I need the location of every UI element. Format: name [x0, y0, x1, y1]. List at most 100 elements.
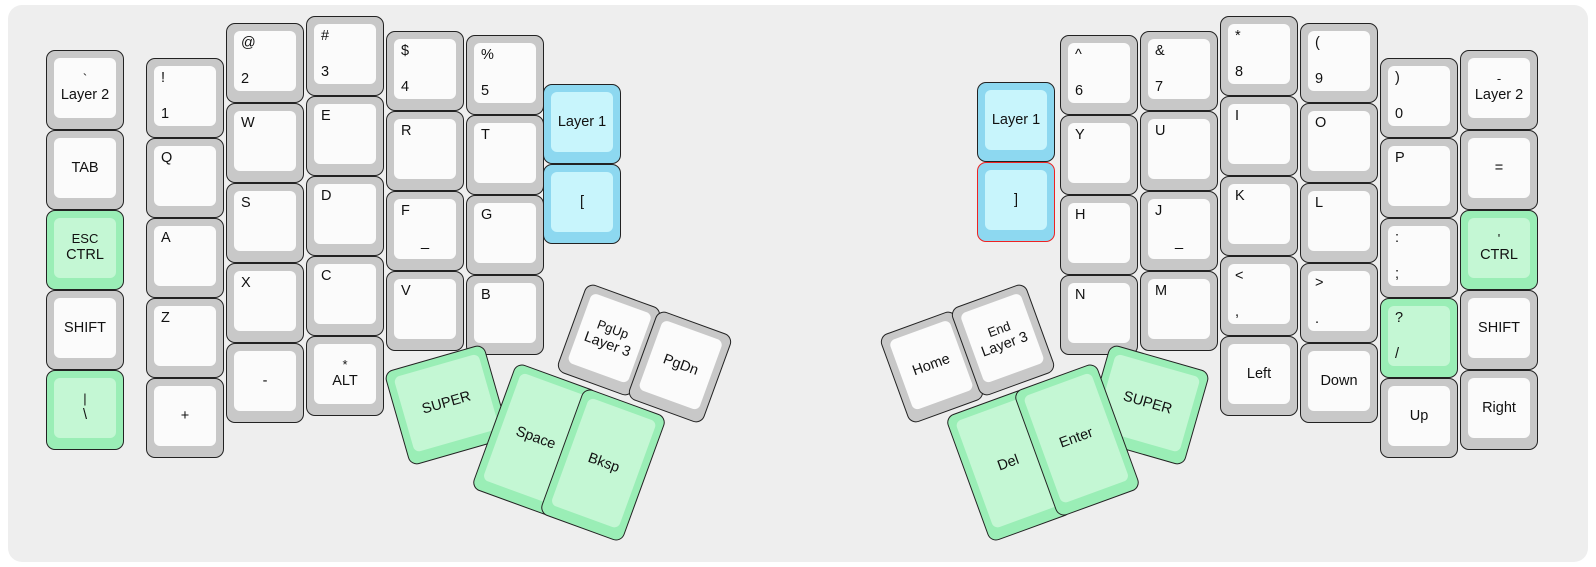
key-face: U: [1148, 119, 1210, 179]
key-shift[interactable]: SHIFT: [1460, 290, 1538, 370]
key-o[interactable]: O: [1300, 103, 1378, 183]
key-face: 'CTRL: [1468, 218, 1530, 278]
key-legend-shifted: @: [241, 35, 256, 51]
key-face: ]: [985, 170, 1047, 230]
key-legend-shifted: A: [161, 230, 171, 246]
key-legend-shifted: N: [1075, 287, 1086, 303]
key-h[interactable]: H: [1060, 195, 1138, 275]
key-face: +: [154, 386, 216, 446]
key-legend-top: ESC: [71, 231, 99, 247]
key-right-arrow[interactable]: Right: [1460, 370, 1538, 450]
key-g[interactable]: G: [466, 195, 544, 275]
key-up-arrow[interactable]: Up: [1380, 378, 1458, 458]
key-legend-shifted: R: [401, 123, 412, 139]
key-amp-7[interactable]: &7: [1140, 31, 1218, 111]
key-j[interactable]: J_: [1140, 191, 1218, 271]
key-colon-semicolon[interactable]: :;: [1380, 218, 1458, 298]
key-pipe-backslash[interactable]: |\: [46, 370, 124, 450]
key-y[interactable]: Y: [1060, 115, 1138, 195]
key-gt-period[interactable]: >.: [1300, 263, 1378, 343]
key-face: Left: [1228, 344, 1290, 404]
key-face: <,: [1228, 264, 1290, 324]
key-face: Y: [1068, 123, 1130, 183]
key-face: M: [1148, 279, 1210, 339]
key-legend-base: 7: [1155, 78, 1164, 95]
key-percent-5[interactable]: %5: [466, 35, 544, 115]
key-face: V: [394, 279, 456, 339]
key-lt-comma[interactable]: <,: [1220, 256, 1298, 336]
key-a[interactable]: A: [146, 218, 224, 298]
key-c[interactable]: C: [306, 256, 384, 336]
key-face: *8: [1228, 24, 1290, 84]
key-legend-shifted: C: [321, 268, 332, 284]
key-face: H: [1068, 203, 1130, 263]
key-m[interactable]: M: [1140, 271, 1218, 351]
key-left-arrow[interactable]: Left: [1220, 336, 1298, 416]
key-alt[interactable]: *ALT: [306, 336, 384, 416]
key-r[interactable]: R: [386, 111, 464, 191]
key-question-slash[interactable]: ?/: [1380, 298, 1458, 378]
key-star-8[interactable]: *8: [1220, 16, 1298, 96]
key-i[interactable]: I: [1220, 96, 1298, 176]
key-paren-9[interactable]: (9: [1300, 23, 1378, 103]
key-q[interactable]: Q: [146, 138, 224, 218]
key-down-arrow[interactable]: Down: [1300, 343, 1378, 423]
key-quote-ctrl[interactable]: 'CTRL: [1460, 210, 1538, 290]
key-x[interactable]: X: [226, 263, 304, 343]
key-k[interactable]: K: [1220, 176, 1298, 256]
key-e[interactable]: E: [306, 96, 384, 176]
key-legend-shifted: F: [401, 203, 410, 219]
key-shift[interactable]: SHIFT: [46, 290, 124, 370]
key-bracket-right[interactable]: ]: [977, 162, 1055, 242]
key-dollar-4[interactable]: $4: [386, 31, 464, 111]
key-t[interactable]: T: [466, 115, 544, 195]
key-z[interactable]: Z: [146, 298, 224, 378]
key-u[interactable]: U: [1140, 111, 1218, 191]
key-legend-shifted: U: [1155, 123, 1166, 139]
key-layer2-grave[interactable]: `Layer 2: [46, 50, 124, 130]
key-hash-3[interactable]: #3: [306, 16, 384, 96]
key-f[interactable]: F_: [386, 191, 464, 271]
key-p[interactable]: P: [1380, 138, 1458, 218]
key-bracket-left[interactable]: [: [543, 164, 621, 244]
key-at-2[interactable]: @2: [226, 23, 304, 103]
key-face: P: [1388, 146, 1450, 206]
key-legend-main: Enter: [1057, 424, 1096, 452]
key-legend-main: Del: [995, 451, 1022, 475]
key-legend-base: ;: [1395, 265, 1400, 282]
key-layer1[interactable]: Layer 1: [543, 84, 621, 164]
key-legend-shifted: V: [401, 283, 411, 299]
key-s[interactable]: S: [226, 183, 304, 263]
key-face: T: [474, 123, 536, 183]
key-legend-main: SHIFT: [64, 319, 106, 336]
key-face: K: [1228, 184, 1290, 244]
key-w[interactable]: W: [226, 103, 304, 183]
key-l[interactable]: L: [1300, 183, 1378, 263]
key-d[interactable]: D: [306, 176, 384, 256]
key-equals[interactable]: =: [1460, 130, 1538, 210]
key-tab[interactable]: TAB: [46, 130, 124, 210]
key-minus[interactable]: -: [226, 343, 304, 423]
key-b[interactable]: B: [466, 275, 544, 355]
key-caret-6[interactable]: ^6: [1060, 35, 1138, 115]
key-legend-top: |: [83, 391, 87, 407]
key-legend-main: =: [1494, 159, 1504, 176]
key-legend-main: Layer 2: [60, 87, 110, 104]
key-legend-shifted: Y: [1075, 127, 1085, 143]
key-layer2-dash[interactable]: -Layer 2: [1460, 50, 1538, 130]
key-legend-base: 8: [1235, 63, 1244, 80]
key-legend-base: /: [1395, 345, 1400, 362]
key-bang-1[interactable]: !1: [146, 58, 224, 138]
key-v[interactable]: V: [386, 271, 464, 351]
key-face: %5: [474, 43, 536, 103]
key-layer1[interactable]: Layer 1: [977, 82, 1055, 162]
key-paren-0[interactable]: )0: [1380, 58, 1458, 138]
key-face: F_: [394, 199, 456, 259]
key-plus[interactable]: +: [146, 378, 224, 458]
key-n[interactable]: N: [1060, 275, 1138, 355]
key-face: Down: [1308, 351, 1370, 411]
key-face: -: [234, 351, 296, 411]
